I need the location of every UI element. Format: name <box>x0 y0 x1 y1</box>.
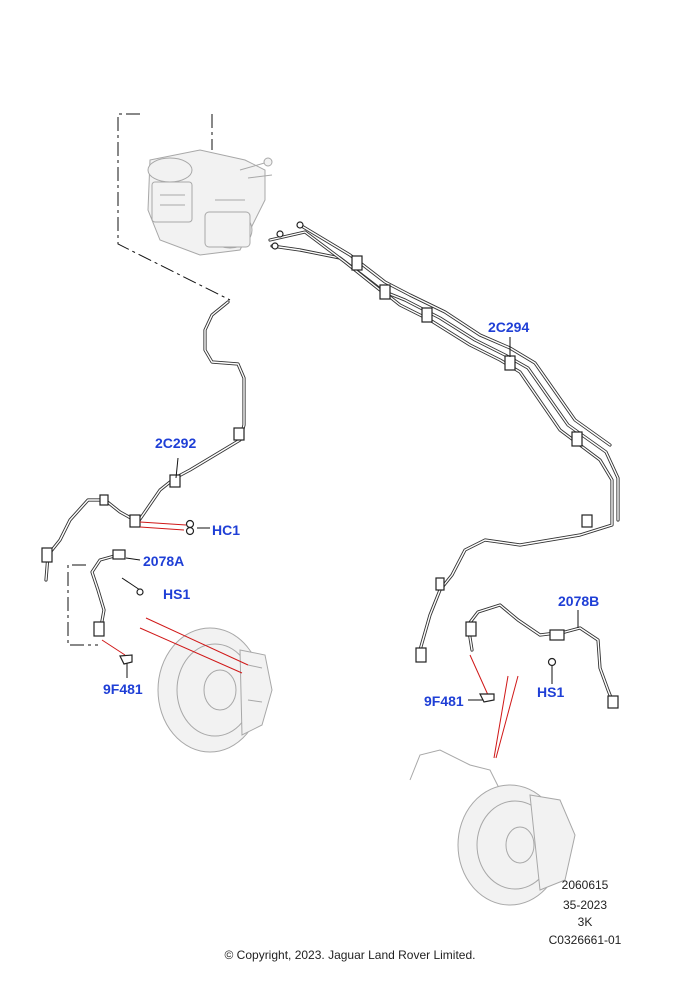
callout-hc1: HC1 <box>212 522 240 538</box>
callout-2c292: 2C292 <box>155 435 196 451</box>
master-cylinder-illustration <box>147 149 273 256</box>
diagram-reference: C0326661-01 <box>548 933 622 947</box>
reference-bracket <box>117 113 231 301</box>
diagram-revision: 3K <box>577 915 593 929</box>
pipe-clip-end-left <box>99 494 109 506</box>
bolt-hc1-a <box>185 519 195 529</box>
clip-9f481-right <box>479 693 495 703</box>
right-brake-pipe-bundle <box>268 221 620 663</box>
red-leaders <box>101 521 519 759</box>
right-abs-sensor-harness <box>465 603 619 709</box>
right-sensor-end <box>607 695 619 709</box>
pipe-clip-lower-left <box>129 514 141 528</box>
clip-9f481-left <box>119 654 133 665</box>
bundle-clip-2 <box>379 284 391 300</box>
bundle-clip-1 <box>351 255 363 271</box>
black-leaders <box>121 337 579 701</box>
pipe-fitting-1 <box>271 242 279 250</box>
right-brake-disc-illustration <box>409 749 576 906</box>
left-abs-sensor-harness <box>90 549 126 637</box>
right-sensor-head <box>465 621 477 637</box>
left-brake-disc-illustration <box>157 627 273 753</box>
bundle-clip-4 <box>571 431 583 447</box>
callout-2078b: 2078B <box>558 593 599 609</box>
bolt-hs1-right <box>547 657 557 667</box>
pipe-union-left <box>41 547 53 563</box>
sensor-connector-2078b <box>549 629 565 641</box>
left-sensor-head <box>93 621 105 637</box>
callout-2078a: 2078A <box>143 553 184 569</box>
callout-9f481-right: 9F481 <box>424 693 464 709</box>
bundle-clip-3 <box>421 307 433 323</box>
callout-9f481-left: 9F481 <box>103 681 143 697</box>
diagram-date: 35-2023 <box>562 898 608 912</box>
bundle-clip-5 <box>581 514 593 528</box>
hardware-parts <box>119 519 557 703</box>
diagram-code: 2060615 <box>561 878 609 892</box>
bolt-hs1-left <box>136 588 144 596</box>
callout-hs1-left: HS1 <box>163 586 190 602</box>
callout-2c294: 2C294 <box>488 319 529 335</box>
callout-hs1-right: HS1 <box>537 684 564 700</box>
copyright-notice: © Copyright, 2023. Jaguar Land Rover Lim… <box>224 948 476 962</box>
left-brake-pipe <box>41 300 246 582</box>
pipe-clip-upper-left <box>233 427 245 441</box>
pipe-clip-right <box>435 577 445 591</box>
pipe-clip-2c292 <box>169 474 181 488</box>
bundle-clip-2c294 <box>504 355 516 371</box>
pipe-fitting-3 <box>276 230 284 238</box>
left-reference-bracket <box>67 564 98 646</box>
sensor-connector-2078a <box>112 549 126 560</box>
bolt-hc1-b <box>185 526 195 536</box>
pipe-fitting-2 <box>296 221 304 229</box>
pipe-union-right <box>415 647 427 663</box>
